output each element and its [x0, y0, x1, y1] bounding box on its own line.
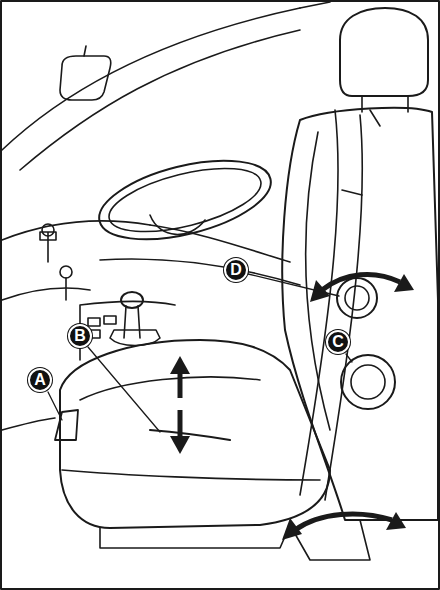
callout-letter: D: [224, 258, 248, 282]
callout-letter: C: [326, 330, 350, 354]
callout-letter: A: [28, 368, 52, 392]
callout-letter: B: [68, 324, 92, 348]
